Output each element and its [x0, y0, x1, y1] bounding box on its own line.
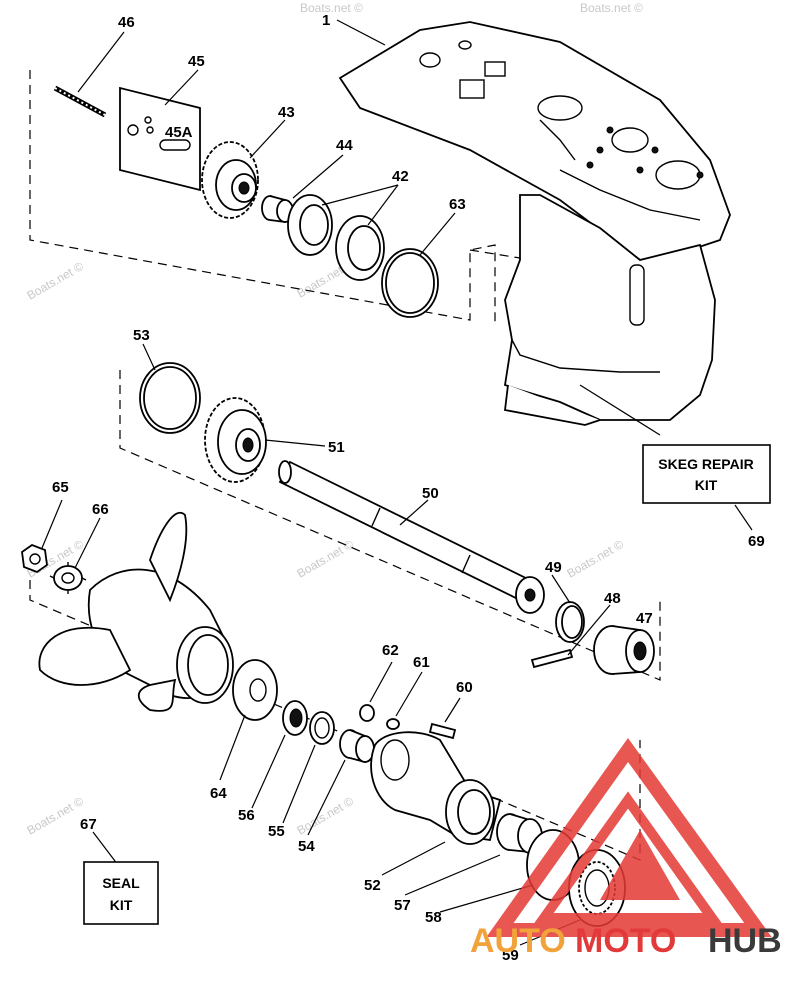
label-45a: 45A: [165, 124, 193, 141]
label-44: 44: [336, 137, 353, 154]
tab-washer: [49, 562, 87, 594]
label-47: 47: [636, 610, 653, 627]
skeg-box-line2: KIT: [695, 477, 718, 493]
pinion-gear: [201, 141, 259, 219]
label-50: 50: [422, 485, 439, 502]
label-42: 42: [392, 168, 409, 185]
stud-bolt: [53, 85, 107, 118]
prop-nut: [21, 543, 48, 574]
label-60: 60: [456, 679, 473, 696]
label-67: 67: [80, 816, 97, 833]
thrust-washer: [232, 659, 278, 721]
o-ring-61: [386, 718, 400, 730]
watermark: Boats.net ©: [300, 1, 363, 15]
dashed-boundaries: [29, 70, 661, 861]
label-65: 65: [52, 479, 69, 496]
watermark: Boats.net ©: [565, 537, 627, 581]
o-ring-63: [381, 248, 439, 318]
watermark: Boats.net ©: [580, 1, 643, 15]
logo-moto: MOTO: [575, 922, 676, 960]
label-51: 51: [328, 439, 345, 456]
label-66: 66: [92, 501, 109, 518]
bearing-sleeve: [261, 195, 294, 224]
label-69: 69: [748, 533, 765, 550]
logo-triangle-icon: [486, 737, 772, 937]
forward-gear: [204, 397, 267, 483]
logo-auto: AUTO: [470, 922, 566, 960]
label-55: 55: [268, 823, 285, 840]
watermark: Boats.net ©: [25, 794, 87, 838]
label-46: 46: [118, 14, 135, 31]
label-63: 63: [449, 196, 466, 213]
label-56: 56: [238, 807, 255, 824]
label-58: 58: [425, 909, 442, 926]
o-ring-53: [139, 362, 201, 434]
shim-plate: [119, 86, 201, 192]
label-1: 1: [322, 12, 330, 29]
label-61: 61: [413, 654, 430, 671]
label-49: 49: [545, 559, 562, 576]
automotohub-logo: AUTO MOTO HUB: [470, 737, 782, 960]
logo-hub: HUB: [708, 922, 782, 960]
label-48: 48: [604, 590, 621, 607]
needle-bearing-54: [339, 729, 375, 764]
oil-seal-56: [282, 700, 308, 736]
label-54: 54: [298, 838, 315, 855]
cross-pin: [530, 648, 574, 669]
propeller: [38, 512, 234, 712]
propeller-shaft: [278, 460, 545, 614]
bearing-carrier: [370, 731, 502, 845]
oil-seal-55: [309, 711, 335, 745]
plug: [359, 704, 375, 722]
seal-box-line1: SEAL: [102, 875, 140, 891]
label-59: 59: [502, 947, 519, 964]
dowel-pin: [428, 722, 457, 740]
clutch-dog: [593, 625, 655, 675]
skeg-repair-kit-box: SKEG REPAIR KIT: [642, 444, 771, 504]
label-52: 52: [364, 877, 381, 894]
retaining-ring: [555, 601, 585, 643]
seal-box-line2: KIT: [110, 897, 133, 913]
watermark: Boats.net ©: [25, 259, 87, 303]
gear-housing: [338, 21, 731, 426]
label-45: 45: [188, 53, 205, 70]
watermark: Boats.net ©: [295, 537, 357, 581]
label-43: 43: [278, 104, 295, 121]
label-53: 53: [133, 327, 150, 344]
seal-kit-box: SEAL KIT: [83, 861, 159, 925]
part-labels: 1 46 45 45A 43 44 42 63 53 51 50 49 48 4…: [52, 12, 765, 964]
tapered-bearing: [287, 194, 385, 281]
skeg-box-line1: SKEG REPAIR: [658, 456, 753, 472]
label-57: 57: [394, 897, 411, 914]
label-62: 62: [382, 642, 399, 659]
label-64: 64: [210, 785, 227, 802]
leader-lines: [41, 19, 753, 946]
